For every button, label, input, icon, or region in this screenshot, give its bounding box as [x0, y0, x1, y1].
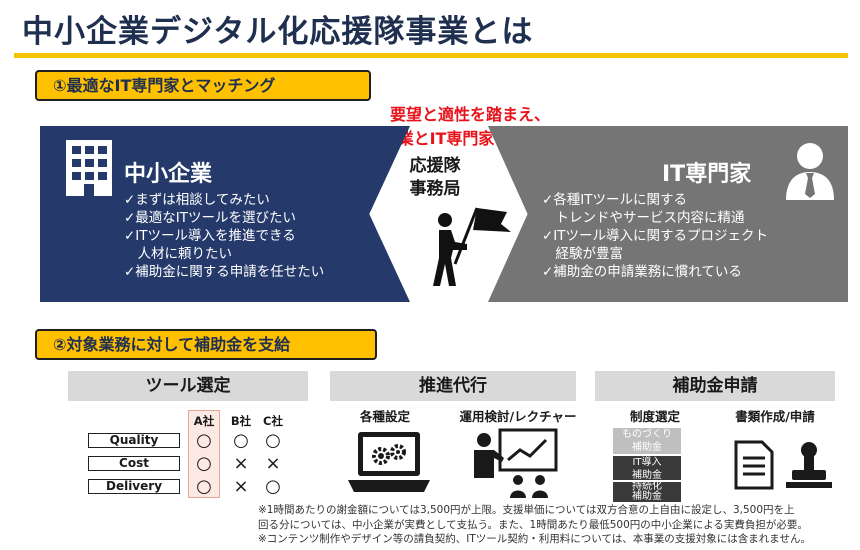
operation-lecture-label: 運用検討/レクチャー — [459, 409, 577, 424]
list-item: ✓補助金に関する申請を任せたい — [124, 264, 325, 280]
list-item: ✓各種ITツールに関する — [542, 192, 688, 208]
mark-quality-c: ○ — [265, 430, 281, 451]
list-item: トレンドやサービス内容に精通 — [542, 210, 745, 226]
businessman-icon — [784, 140, 836, 204]
company-a-highlight — [188, 410, 220, 498]
page-title: 中小企業デジタル化応援隊事業とは — [22, 14, 534, 50]
building-icon — [66, 140, 112, 200]
section-badge-subsidy: ②対象業務に対して補助金を支給 — [35, 329, 377, 360]
subsidy-program-jizokuka: 持続化 補助金 — [613, 482, 681, 502]
row-label-delivery: Delivery — [88, 479, 180, 494]
footnote-line3: ※コンテンツ制作やデザイン等の請負契約、ITツール契約・利用料については、本事業… — [258, 533, 811, 545]
it-expert-panel — [488, 126, 848, 302]
mark-delivery-b: × — [233, 476, 249, 497]
column-header-a: A社 — [193, 414, 215, 428]
tagline-line1: 要望と適性を踏まえ、 — [389, 105, 550, 124]
footnote-line2: 回る分については、中小企業が実費として支払う。また、1時間あたり最低500円の中… — [258, 518, 808, 531]
mark-cost-b: × — [233, 453, 249, 474]
list-item: ✓ITツール導入を推進できる — [124, 228, 296, 244]
tool-selection-header: ツール選定 — [68, 371, 308, 401]
list-item: ✓まずは相談してみたい — [124, 192, 270, 208]
mark-cost-c: × — [265, 453, 281, 474]
document-icon — [734, 440, 774, 494]
it-expert-title: IT専門家 — [662, 162, 752, 187]
stamp-icon — [786, 440, 832, 494]
settings-label: 各種設定 — [359, 409, 410, 424]
laptop-gears-icon — [348, 430, 430, 500]
title-underline — [14, 53, 848, 58]
mark-delivery-a: ○ — [196, 476, 212, 497]
column-header-c: C社 — [263, 414, 283, 428]
list-item: ✓最適なITツールを選びたい — [124, 210, 297, 226]
row-label-quality: Quality — [88, 433, 180, 448]
promotion-proxy-header: 推進代行 — [330, 371, 576, 401]
list-item: 経験が豊富 — [542, 246, 623, 262]
footnote: ※1時間あたりの謝金額については3,500円が上限。支援単価については双方合意の… — [258, 503, 858, 547]
section-badge-matching: ①最適なIT専門家とマッチング — [35, 70, 371, 101]
list-item: ✓ITツール導入に関するプロジェクト — [542, 228, 769, 244]
mark-quality-a: ○ — [196, 430, 212, 451]
it-expert-strengths-list: ✓各種ITツールに関する トレンドやサービス内容に精通 ✓ITツール導入に関する… — [542, 191, 768, 281]
sme-title: 中小企業 — [124, 162, 213, 187]
program-selection-label: 制度選定 — [629, 409, 680, 424]
subsidy-application-header: 補助金申請 — [595, 371, 835, 401]
list-item: ✓補助金の申請業務に慣れている — [542, 264, 742, 280]
center-line1: 応援隊 — [409, 156, 461, 176]
column-header-b: B社 — [230, 414, 252, 428]
mark-quality-b: ○ — [233, 430, 249, 451]
mark-delivery-c: ○ — [265, 476, 281, 497]
support-office-label: 応援隊 事務局 — [395, 155, 475, 201]
subsidy-program-monozukuri: ものづくり 補助金 — [613, 428, 681, 454]
sme-needs-list: ✓まずは相談してみたい ✓最適なITツールを選びたい ✓ITツール導入を推進でき… — [124, 191, 324, 281]
center-line2: 事務局 — [409, 179, 461, 199]
flag-person-icon — [415, 200, 515, 294]
subsidy-program-it-introduction: IT導入 補助金 — [613, 456, 681, 481]
row-label-cost: Cost — [88, 456, 180, 471]
mark-cost-a: ○ — [196, 453, 212, 474]
presenter-icon — [470, 428, 558, 502]
footnote-line1: ※1時間あたりの謝金額については3,500円が上限。支援単価については双方合意の… — [258, 504, 795, 516]
list-item: 人材に頼りたい — [124, 246, 232, 262]
document-prep-label: 書類作成/申請 — [735, 409, 815, 424]
